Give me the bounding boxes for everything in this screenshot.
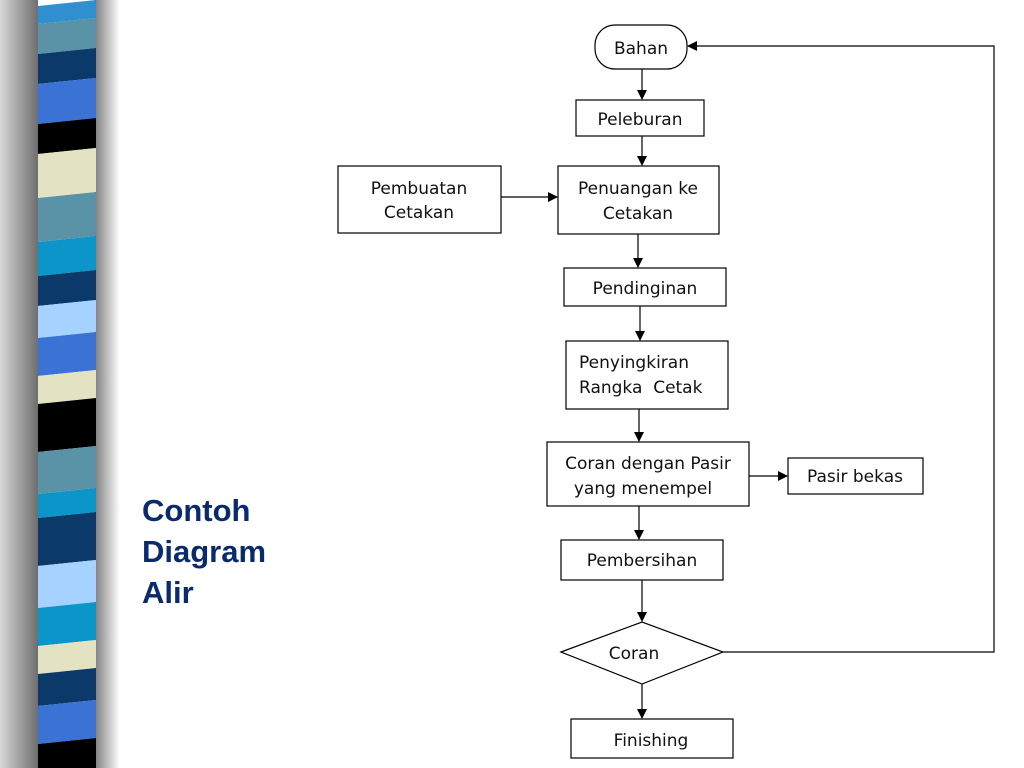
node-pendinginan-label: Pendinginan [593, 279, 698, 299]
stripe-band [38, 118, 96, 154]
node-coran-pasir-line-1: Coran dengan Pasir [565, 454, 731, 474]
node-penuangan-line-2: Cetakan [603, 204, 673, 224]
node-penuangan: Penuangan ke Cetakan [557, 165, 720, 235]
node-penyingkiran-line-2: Rangka Cetak [579, 378, 703, 398]
node-peleburan: Peleburan [575, 99, 705, 137]
title-line-2: Diagram [142, 534, 267, 569]
stripe-band [38, 668, 96, 706]
node-coran-decision: Coran [559, 621, 725, 685]
stripe-band [38, 192, 96, 242]
node-penyingkiran: Penyingkiran Rangka Cetak [565, 340, 729, 410]
node-pembuatan-cetakan-line-2: Cetakan [384, 203, 454, 223]
node-coran-pasir-line-2: yang menempel [574, 479, 712, 499]
stripe-band [38, 446, 96, 494]
node-pendinginan: Pendinginan [563, 267, 727, 307]
node-finishing: Finishing [570, 718, 734, 759]
decorative-stripe-band [0, 0, 120, 768]
title-line-1: Contoh [142, 493, 251, 528]
node-bahan: Bahan [594, 24, 688, 70]
stripe-band [38, 78, 96, 124]
node-finishing-label: Finishing [614, 731, 689, 751]
node-pembuatan-cetakan-line-1: Pembuatan [371, 179, 468, 199]
arrow-coran-loop-to-bahan [687, 41, 995, 653]
node-pembuatan-cetakan: Pembuatan Cetakan [337, 165, 502, 234]
node-penuangan-line-1: Penuangan ke [578, 179, 698, 199]
stripe-band [38, 512, 96, 566]
stripe-band [38, 148, 96, 198]
node-pasir-bekas-label: Pasir bekas [807, 467, 903, 487]
stripe-band [38, 488, 96, 518]
stripe-band [38, 0, 96, 24]
node-pasir-bekas: Pasir bekas [787, 457, 924, 495]
stripe-band [38, 602, 96, 646]
stripe-band [38, 18, 96, 54]
stripe-band [38, 738, 96, 768]
stripe-band [38, 300, 96, 338]
slide-title: Contoh Diagram Alir [142, 490, 342, 613]
title-line-3: Alir [142, 575, 194, 610]
node-peleburan-label: Peleburan [597, 110, 682, 130]
stripe-band [38, 270, 96, 306]
node-pembersihan: Pembersihan [560, 539, 724, 581]
stripe-band [38, 332, 96, 376]
stripe-band [38, 640, 96, 674]
node-coran-pasir: Coran dengan Pasir yang menempel [546, 441, 750, 507]
node-pembersihan-label: Pembersihan [587, 551, 697, 571]
node-bahan-label: Bahan [614, 39, 668, 59]
stripe-band [38, 398, 96, 452]
stripe-band [38, 48, 96, 84]
node-coran-label: Coran [609, 644, 659, 664]
stripe-band [38, 700, 96, 744]
stripe-band [38, 236, 96, 276]
stripe-band [38, 370, 96, 404]
stripe-band [38, 560, 96, 608]
node-penyingkiran-line-1: Penyingkiran [579, 353, 689, 373]
